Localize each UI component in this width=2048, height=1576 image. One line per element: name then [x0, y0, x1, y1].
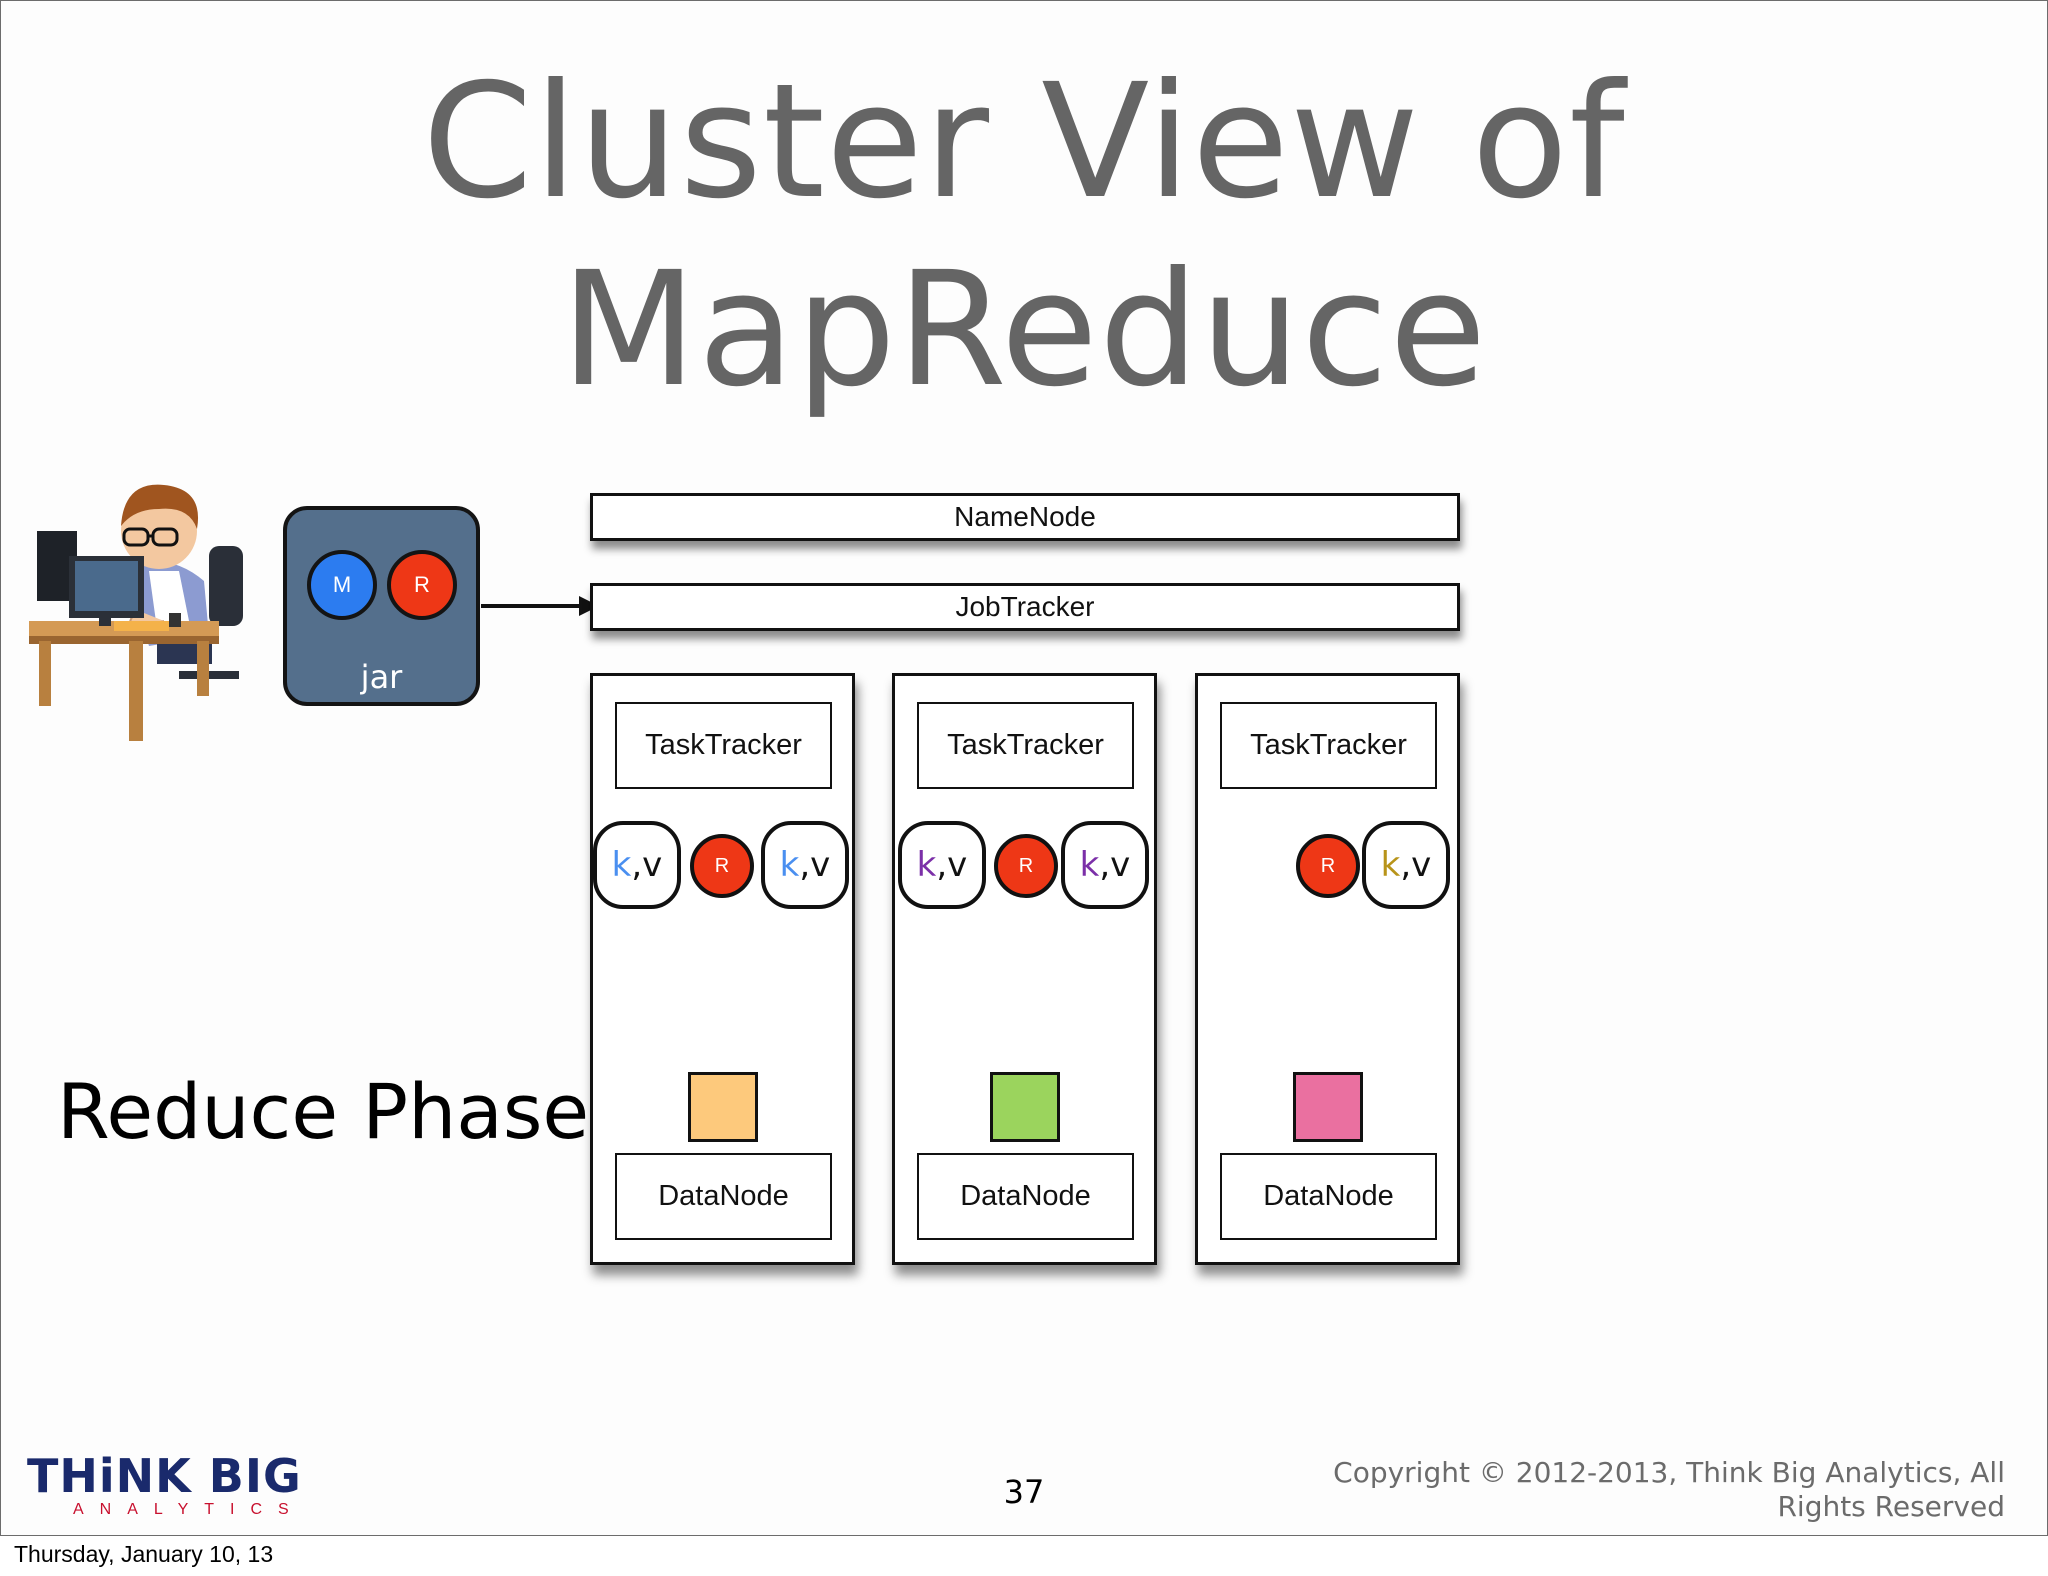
key-value-pair-left: k,v — [593, 821, 681, 909]
data-block — [1293, 1072, 1363, 1142]
logo-wordmark: THiNK BIG — [27, 1449, 302, 1503]
reduce-task-badge: R — [690, 834, 754, 898]
key-value-pair-right: k,v — [1362, 821, 1450, 909]
tasktracker-box: TaskTracker — [1220, 702, 1437, 789]
tasktracker-box: TaskTracker — [917, 702, 1134, 789]
phase-label: Reduce Phase — [57, 1067, 590, 1156]
tasktracker-box: TaskTracker — [615, 702, 832, 789]
kv-text: k,v — [779, 845, 831, 885]
map-function-badge: M — [307, 550, 377, 620]
key-value-pair-right: k,v — [761, 821, 849, 909]
kv-text: k,v — [916, 845, 968, 885]
copyright-line-2: Rights Reserved — [1777, 1490, 2005, 1523]
slide-title-line-2: MapReduce — [560, 238, 1488, 422]
namenode-box: NameNode — [590, 493, 1460, 541]
page-number: 37 — [1003, 1473, 1045, 1511]
datanode-box: DataNode — [1220, 1153, 1437, 1240]
jobtracker-box: JobTracker — [590, 583, 1460, 631]
reduce-function-badge: R — [387, 550, 457, 620]
key-value-pair-right: k,v — [1061, 821, 1149, 909]
copyright-notice: Copyright © 2012-2013, Think Big Analyti… — [1205, 1456, 2005, 1524]
reduce-task-badge: R — [1296, 834, 1360, 898]
key-value-pair-left: k,v — [898, 821, 986, 909]
kv-text: k,v — [1079, 845, 1131, 885]
footer-date: Thursday, January 10, 13 — [14, 1541, 274, 1567]
slide: Cluster View of MapReduce M — [0, 0, 2048, 1536]
datanode-box: DataNode — [917, 1153, 1134, 1240]
copyright-line-1: Copyright © 2012-2013, Think Big Analyti… — [1333, 1456, 2005, 1489]
cluster-node-1: TaskTracker k,v R k,v DataNode — [590, 673, 855, 1265]
cluster-node-3: TaskTracker R k,v DataNode — [1195, 673, 1460, 1265]
reduce-task-badge: R — [994, 834, 1058, 898]
jar-package: M R jar — [283, 506, 480, 706]
kv-text: k,v — [611, 845, 663, 885]
jar-label: jar — [360, 658, 403, 696]
kv-text: k,v — [1380, 845, 1432, 885]
company-logo: THiNK BIG ANALYTICS — [27, 1453, 305, 1519]
data-block — [990, 1072, 1060, 1142]
datanode-box: DataNode — [615, 1153, 832, 1240]
cluster-node-2: TaskTracker k,v R k,v DataNode — [892, 673, 1157, 1265]
arrow-right-icon — [481, 596, 599, 616]
logo-subtitle: ANALYTICS — [73, 1501, 305, 1518]
developer-at-desk-icon — [29, 484, 243, 741]
data-block — [688, 1072, 758, 1142]
slide-title-line-1: Cluster View of — [422, 50, 1626, 234]
